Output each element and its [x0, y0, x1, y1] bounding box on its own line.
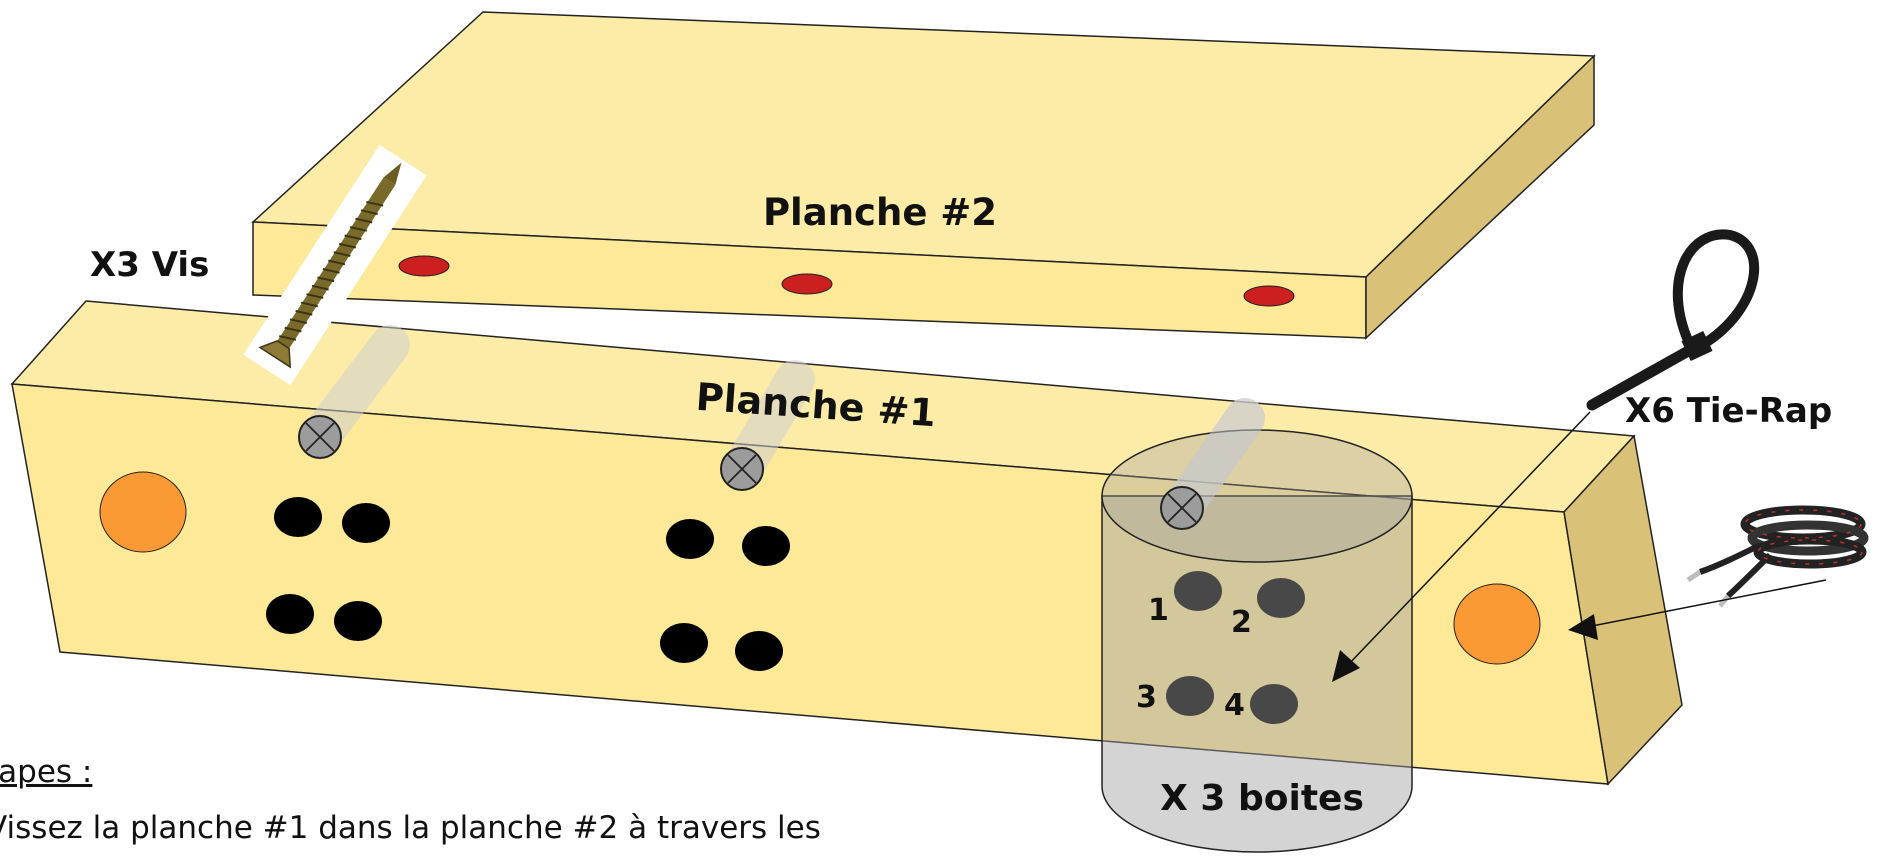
screw-head-icon: [1160, 486, 1204, 530]
tie-hole: [742, 526, 790, 566]
board-1-side: [1563, 434, 1683, 786]
wood-screw-icon: [243, 144, 427, 386]
screw-hole: [781, 273, 833, 295]
hole-number-label: 4: [1224, 688, 1245, 723]
hole-number-label: 1: [1148, 593, 1169, 628]
tie-hole: [1250, 684, 1298, 724]
tie-hole: [735, 631, 783, 671]
tie-hole: [1174, 571, 1222, 611]
tie-hole: [266, 594, 314, 634]
cable-tie-icon: [1586, 229, 1760, 411]
board-2-side: [1365, 54, 1595, 340]
tie-hole: [660, 623, 708, 663]
board-2: [251, 11, 1596, 340]
tie-hole-group: [660, 519, 790, 671]
cable-hole: [1453, 583, 1541, 665]
tie-hole: [666, 519, 714, 559]
screw-hole: [398, 255, 450, 277]
box-top: [1101, 429, 1413, 563]
hole-number-label: 3: [1136, 680, 1157, 715]
hole-number-label: 2: [1231, 605, 1252, 640]
step-1-text: Vissez la planche #1 dans la planche #2 …: [0, 810, 821, 846]
tie-hole: [1166, 676, 1214, 716]
screw-hole: [1243, 285, 1295, 307]
box-body: [1101, 495, 1413, 853]
steps-section: tapes : Vissez la planche #1 dans la pla…: [0, 744, 986, 856]
tie-hole-group: [1166, 571, 1305, 724]
board-1: [10, 300, 1683, 786]
screw-head-icon: [298, 415, 342, 459]
arrow-lace: [1591, 579, 1827, 627]
tie-rap-label: X6 Tie-Rap: [1625, 391, 1832, 431]
tie-hole: [334, 601, 382, 641]
box: [1101, 398, 1413, 853]
shoelace-icon: [1686, 505, 1869, 608]
arrows: [1332, 411, 1827, 682]
cable-hole: [99, 471, 187, 553]
arrow-tie-rap: [1345, 411, 1591, 668]
arrow-head: [1568, 614, 1598, 640]
screw-head-icon: [720, 447, 764, 491]
tie-hole: [274, 497, 322, 537]
board-2-label: Planche #2: [763, 191, 997, 234]
boxes-label: X 3 boites: [1160, 778, 1364, 819]
screws-label: X3 Vis: [90, 245, 209, 285]
tie-hole-group: [266, 497, 390, 641]
steps-title: tapes :: [0, 754, 93, 790]
tie-hole: [342, 503, 390, 543]
tie-hole: [1257, 578, 1305, 618]
arrow-head: [1332, 650, 1360, 682]
screw-heads: [298, 415, 764, 491]
